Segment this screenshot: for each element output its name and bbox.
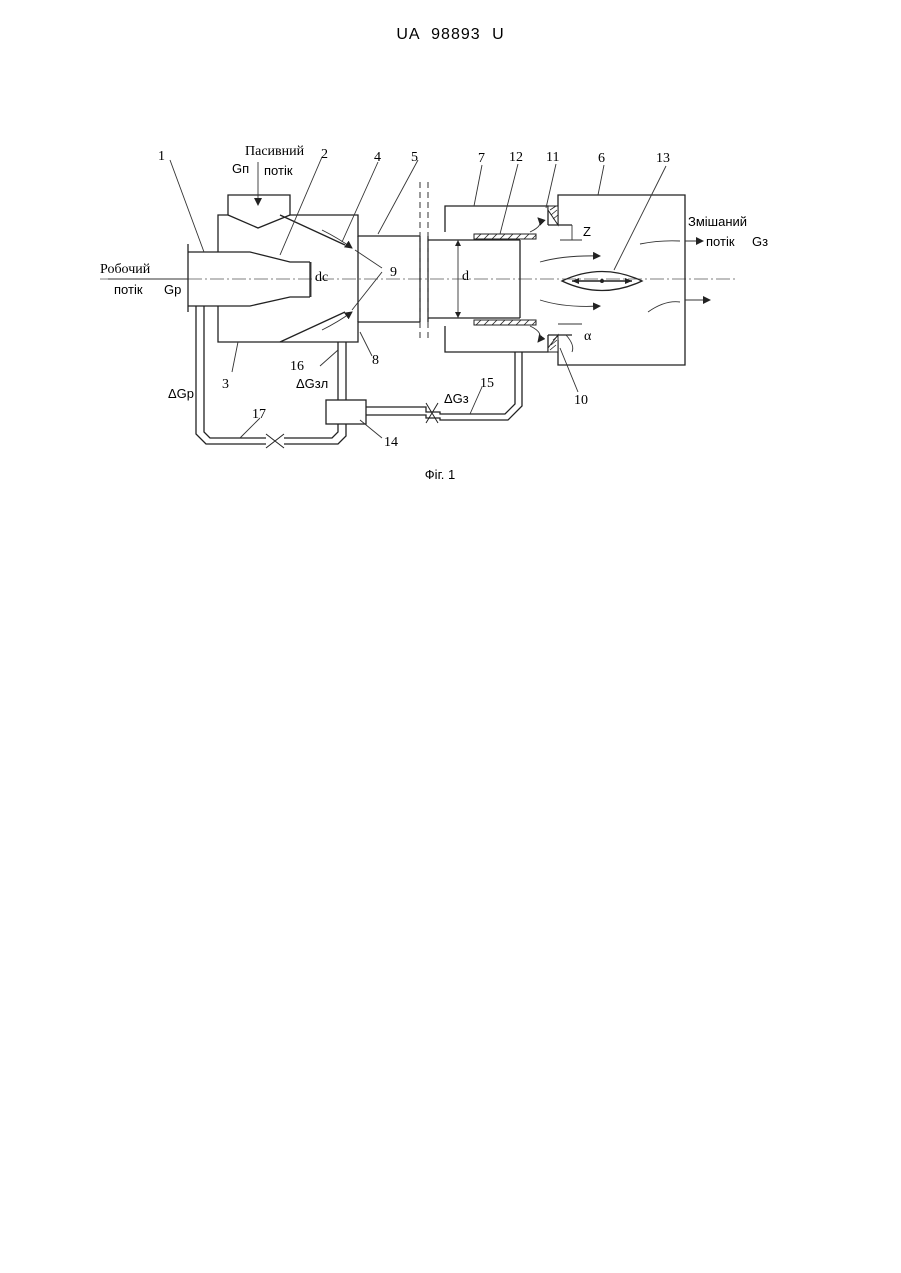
passive-flow-title: Пасивний bbox=[245, 144, 305, 159]
part-number-1: 1 bbox=[158, 149, 165, 164]
delta-gp-label: ΔGр bbox=[168, 386, 194, 401]
working-flow-sub: потік bbox=[114, 282, 143, 297]
working-nozzle bbox=[188, 244, 310, 312]
recirculation-piping bbox=[196, 306, 522, 448]
passive-flow-sub: потік bbox=[264, 163, 293, 178]
part-number-3: 3 bbox=[222, 377, 229, 392]
delta-g3-label: ΔGз bbox=[444, 391, 469, 406]
part-number-16: 16 bbox=[290, 359, 304, 374]
mixed-flow-sub: потік bbox=[706, 234, 735, 249]
part-number-8: 8 bbox=[372, 353, 379, 368]
passive-flow-symbol: Gп bbox=[232, 161, 249, 176]
chamber-6 bbox=[548, 195, 685, 365]
working-flow-symbol: Gр bbox=[164, 282, 181, 297]
part-number-2: 2 bbox=[321, 147, 328, 162]
part-number-9: 9 bbox=[390, 265, 397, 280]
dimensions bbox=[311, 225, 582, 352]
angle-alpha: α bbox=[584, 329, 592, 344]
dimension-d: d bbox=[462, 269, 469, 284]
part-number-10: 10 bbox=[574, 393, 588, 408]
dimension-dc: dc bbox=[315, 270, 328, 285]
part-number-6: 6 bbox=[598, 151, 605, 166]
part-number-12: 12 bbox=[509, 150, 523, 165]
part-number-7: 7 bbox=[478, 151, 485, 166]
flow-labels: Пасивний Gп потік Робочий потік Gр Зміша… bbox=[100, 144, 768, 406]
working-flow-title: Робочий bbox=[100, 262, 151, 277]
insert-12 bbox=[474, 234, 536, 325]
delta-gzl-label: ΔGзл bbox=[296, 376, 328, 391]
part-numbers: 1 2 3 4 5 6 7 8 9 10 11 12 13 14 15 16 1… bbox=[158, 147, 670, 450]
body-13 bbox=[562, 272, 642, 291]
dimension-z: Z bbox=[583, 224, 591, 239]
part-number-13: 13 bbox=[656, 151, 670, 166]
part-number-15: 15 bbox=[480, 376, 494, 391]
part-number-17: 17 bbox=[252, 407, 266, 422]
leader-lines bbox=[170, 157, 666, 438]
figure-caption: Фіг. 1 bbox=[0, 467, 880, 482]
part-number-4: 4 bbox=[374, 150, 381, 165]
part-number-11: 11 bbox=[546, 150, 559, 165]
mixed-flow-symbol: Gз bbox=[752, 234, 768, 249]
part-number-5: 5 bbox=[411, 150, 418, 165]
mixed-flow-title: Змішаний bbox=[688, 214, 747, 229]
part-number-14: 14 bbox=[384, 435, 398, 450]
